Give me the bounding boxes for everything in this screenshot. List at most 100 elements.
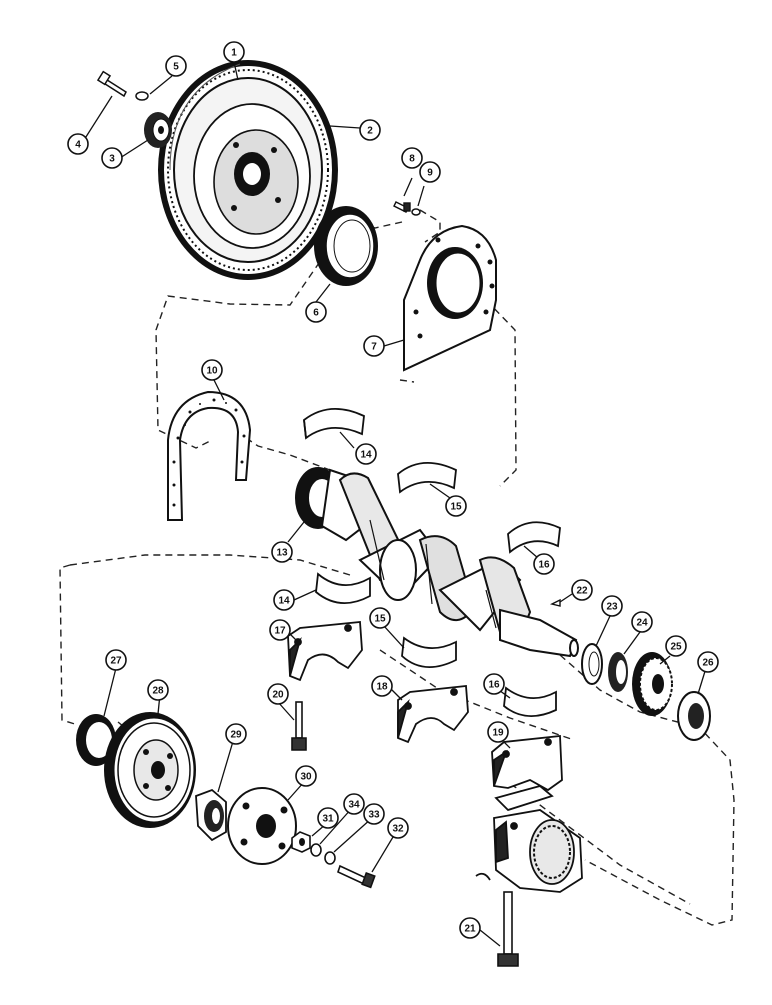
vibration-damper-hub [227,787,297,865]
seal-retainer-plate [403,224,497,372]
callout-c17: 17 [269,619,291,641]
oil-pump [475,785,583,893]
callout-number: 16 [538,560,550,571]
callout-c18: 18 [371,675,393,697]
callout-circle [225,723,247,745]
callout-c7: 7 [363,335,385,357]
callout-number: 7 [371,342,377,353]
hub-washer-33 [324,851,336,865]
callout-number: 6 [313,308,319,319]
callout-c4: 4 [67,133,89,155]
callout-c30: 30 [295,765,317,787]
pilot-bearing [144,112,172,148]
callout-number: 21 [464,924,476,935]
callout-circle [387,817,409,839]
callout-c33: 33 [363,803,385,825]
callout-circle [273,589,295,611]
callout-number: 16 [488,680,500,691]
callout-circle [665,635,687,657]
callout-number: 22 [576,586,588,597]
main-bearing-upper-16 [507,521,561,554]
callout-number: 9 [427,168,433,179]
callout-number: 17 [274,626,286,637]
crankshaft [295,467,579,658]
callout-circle [317,807,339,829]
callout-circle [369,607,391,629]
callout-circle [271,541,293,563]
callout-number: 15 [450,502,462,513]
callout-number: 14 [360,450,372,461]
callout-circle [355,443,377,465]
callout-number: 26 [702,658,714,669]
callout-circle [483,673,505,695]
flywheel-ring-gear [158,60,338,280]
main-bearing-lower-14 [315,572,371,604]
callout-c8: 8 [401,147,423,169]
callout-circle [101,147,123,169]
callout-number: 31 [322,814,334,825]
callout-number: 34 [348,800,360,811]
callout-circle [401,147,423,169]
hub-nut [291,831,311,853]
callout-number: 13 [276,548,288,559]
flywheel-bolt [96,70,127,98]
callout-number: 29 [230,730,242,741]
callout-bubbles: 1234567891013141415151616171819202122232… [67,41,719,939]
callout-c16b: 16 [483,673,505,695]
callout-number: 25 [670,642,682,653]
leader-lines [83,61,707,947]
callout-number: 10 [206,366,218,377]
main-bearing-upper-14 [303,407,365,440]
callout-circle [363,803,385,825]
callout-number: 1 [231,48,237,59]
callout-circle [267,683,289,705]
callout-number: 5 [173,62,179,73]
callout-c27: 27 [105,649,127,671]
callout-number: 18 [376,682,388,693]
callout-number: 14 [278,596,290,607]
callout-number: 3 [109,154,115,165]
callout-number: 32 [392,824,404,835]
bearing-cap-17 [287,621,363,682]
retainer-bolt [393,201,411,213]
retainer-lockwasher [411,208,421,216]
callout-circle [201,359,223,381]
main-bearing-lower-16 [503,686,557,717]
callout-circle [487,721,509,743]
callout-c5: 5 [165,55,187,77]
callout-number: 20 [272,690,284,701]
callout-number: 33 [368,810,380,821]
callout-c9: 9 [419,161,441,183]
hub-bolt [337,864,376,889]
callout-c15a: 15 [445,495,467,517]
callout-circle [601,595,623,617]
callout-circle [363,335,385,357]
callout-circle [631,611,653,633]
callout-circle [269,619,291,641]
callout-circle [165,55,187,77]
callout-number: 15 [374,614,386,625]
callout-circle [105,649,127,671]
callout-circle [67,133,89,155]
callout-number: 4 [75,140,81,151]
callout-c29: 29 [225,723,247,745]
pulley-spacer [195,788,227,842]
callout-c2: 2 [359,119,381,141]
callout-circle [343,793,365,815]
callout-circle [419,161,441,183]
callout-c19: 19 [487,721,509,743]
callout-c13: 13 [271,541,293,563]
main-bearing-upper-15 [397,461,457,494]
bearing-cap-18 [397,685,469,744]
callout-c1: 1 [223,41,245,63]
callout-c10: 10 [201,359,223,381]
callout-c14a: 14 [355,443,377,465]
callout-c31: 31 [317,807,339,829]
callout-circle [459,917,481,939]
woodruff-key [549,598,561,607]
oil-pump-bolt-21 [497,891,519,967]
callout-number: 23 [606,602,618,613]
front-oil-seal [76,714,116,766]
